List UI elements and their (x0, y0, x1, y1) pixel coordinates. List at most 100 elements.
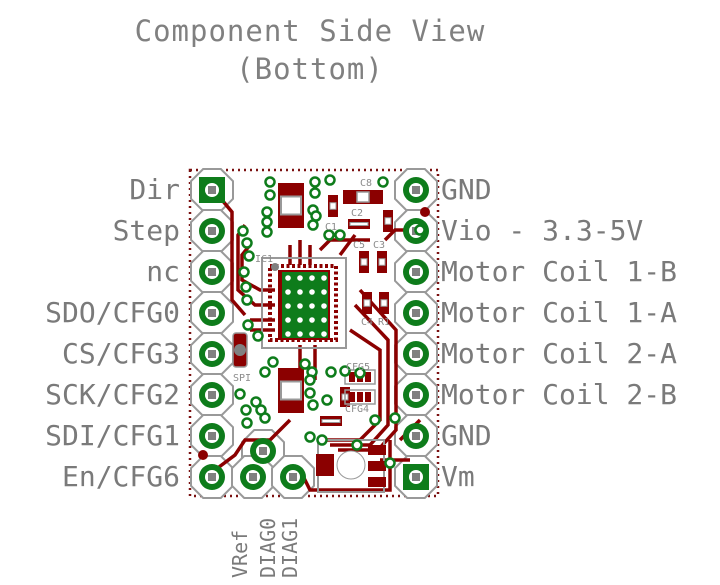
right-header-pad-drill (412, 186, 420, 194)
thermal-via (285, 289, 291, 295)
title-line-2: (Bottom) (236, 52, 384, 86)
cfg-jumper-outline (344, 389, 376, 405)
left-header-pad-drill (208, 473, 216, 481)
via (238, 266, 250, 278)
right-pin-label: Motor Coil 1-B (441, 255, 678, 288)
via (259, 366, 271, 378)
via (309, 176, 321, 188)
inductor-top-body (280, 195, 302, 216)
left-pin-label: SCK/CFG2 (45, 378, 180, 411)
via (237, 225, 249, 237)
via (234, 388, 246, 400)
cap-c3-body (378, 258, 386, 266)
thermal-via (321, 303, 327, 309)
via (334, 229, 346, 241)
cap-c7-body (349, 222, 369, 226)
copper-dot (420, 207, 430, 217)
resistor-r1-body (380, 299, 388, 307)
copper-trace (240, 243, 275, 292)
left-pin-label: Dir (129, 173, 180, 206)
right-pin-label: GND (441, 173, 492, 206)
via (316, 434, 328, 446)
resistor-r2-body (280, 380, 302, 401)
cap-c5-body (360, 258, 368, 266)
left-pin-label: nc (146, 255, 180, 288)
board-outline (188, 168, 440, 498)
thermal-via (309, 289, 315, 295)
left-pin-label: Step (112, 214, 180, 247)
cap-c1-body (329, 202, 337, 210)
left-pin-label: En/CFG6 (61, 460, 180, 493)
via (414, 224, 426, 236)
spi-label: SPI (233, 373, 251, 384)
via (323, 229, 335, 241)
via (261, 206, 273, 218)
thermal-via (297, 275, 303, 281)
pot-pad-right (368, 477, 386, 487)
thermal-via (285, 275, 291, 281)
c3-label: C3 (373, 240, 385, 251)
pot-knob (336, 450, 366, 480)
pot-pad-right (368, 445, 386, 455)
left-header-pad-drill (208, 309, 216, 317)
copper-trace (338, 233, 357, 257)
right-header-pad-drill (412, 473, 420, 481)
cfg-jumper-pad (357, 392, 363, 402)
thermal-via (285, 331, 291, 337)
ic1-silk (261, 257, 347, 349)
right-pin-label: GND (441, 419, 492, 452)
c8-label: C8 (360, 178, 372, 189)
via (264, 176, 276, 188)
cap-c2-body (384, 217, 392, 225)
thermal-via (309, 275, 315, 281)
title-line-1: Component Side View (134, 14, 486, 48)
thermal-via (321, 289, 327, 295)
thermal-via (297, 289, 303, 295)
thermal-via (285, 303, 291, 309)
cfg-jumper-pad (365, 392, 371, 402)
diag1-pad-drill (289, 473, 297, 481)
via (321, 394, 333, 406)
via (252, 330, 264, 342)
copper-dot (198, 450, 208, 460)
via (240, 281, 252, 293)
via (241, 417, 253, 429)
thermal-via (297, 331, 303, 337)
via (339, 365, 351, 377)
pot-pad-left (316, 454, 334, 476)
cfg4-label: CFG4 (345, 404, 369, 415)
cfg5-label: CFG5 (346, 362, 370, 373)
right-pin-label: Motor Coil 2-A (441, 337, 678, 370)
c5-label: C5 (353, 240, 365, 251)
via (261, 216, 273, 228)
via (299, 358, 311, 370)
left-pin-label: SDO/CFG0 (45, 296, 180, 329)
via (369, 414, 381, 426)
vref-pad-drill (259, 447, 267, 455)
thermal-via (321, 275, 327, 281)
left-pin-label: SDI/CFG1 (45, 419, 180, 452)
thermal-via (309, 331, 315, 337)
via (267, 356, 279, 368)
thermal-via (321, 331, 327, 337)
copper-trace (220, 198, 247, 317)
via (304, 387, 316, 399)
via (324, 174, 336, 186)
via (241, 294, 253, 306)
right-header-pad-drill (412, 432, 420, 440)
thermal-via (297, 317, 303, 323)
via (325, 366, 337, 378)
cfg-jumper-pad (349, 392, 355, 402)
via (384, 457, 396, 469)
copper-trace (338, 288, 398, 452)
via (307, 399, 319, 411)
right-pin-label: Motor Coil 1-A (441, 296, 678, 329)
left-header-pad-drill (208, 268, 216, 276)
via (243, 250, 255, 262)
left-header-pad-drill (208, 227, 216, 235)
spi-jumper-center (234, 344, 246, 356)
via (240, 404, 252, 416)
via (250, 396, 262, 408)
left-header-pad-drill (208, 432, 216, 440)
